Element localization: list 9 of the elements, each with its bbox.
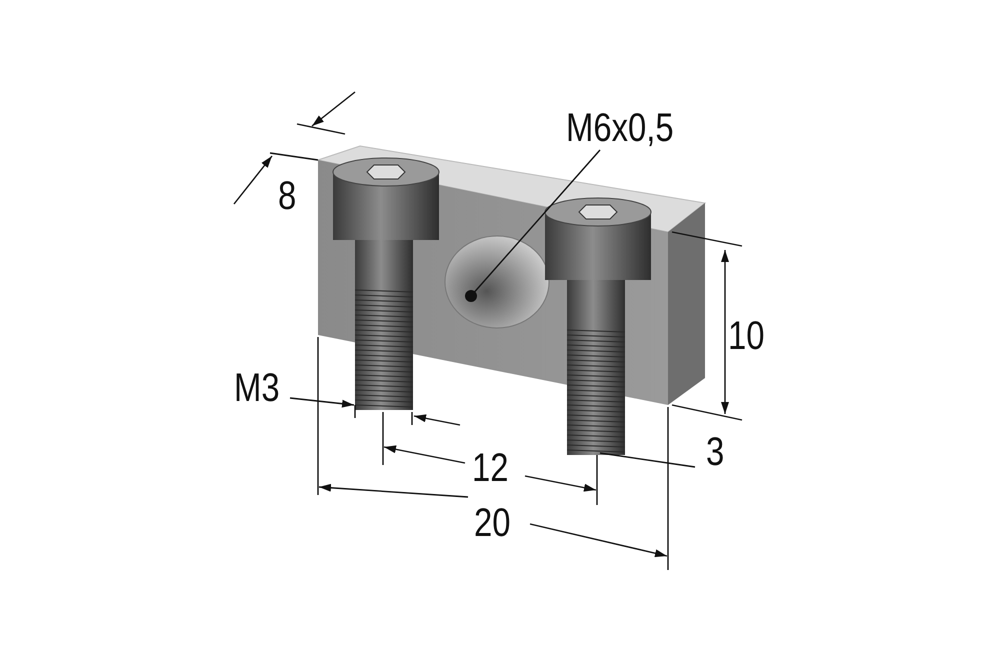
dimension-label: 8 bbox=[278, 176, 296, 216]
dimension-label: 12 bbox=[472, 448, 508, 488]
threaded-hole bbox=[444, 236, 550, 328]
leader-line bbox=[465, 150, 601, 302]
thread-label: M3 bbox=[234, 368, 280, 408]
thread-label: M6x0,5 bbox=[566, 108, 674, 148]
dimension-label: 10 bbox=[728, 316, 764, 356]
dimension-label: 3 bbox=[706, 432, 724, 472]
dimension-label: 20 bbox=[474, 503, 510, 543]
